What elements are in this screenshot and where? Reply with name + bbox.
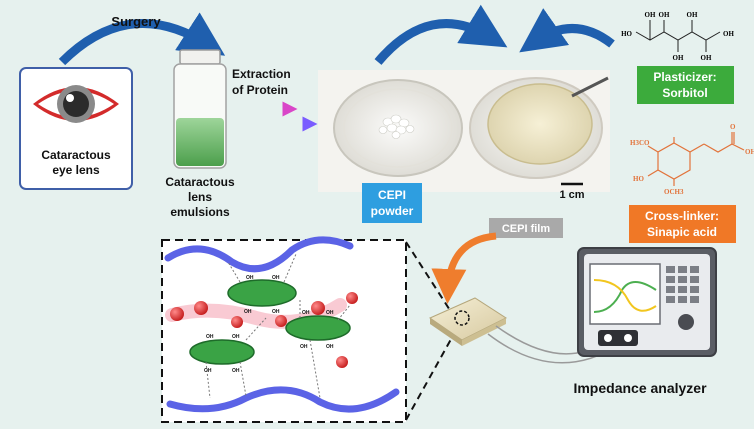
zoom-region: [454, 310, 470, 326]
analyzer-icon: [577, 247, 717, 357]
emulsion-label-line2: lens: [188, 190, 212, 204]
plasticizer-label-line1: Plasticizer:: [653, 70, 716, 84]
svg-text:OH: OH: [326, 310, 334, 316]
hydrogen-bonds: [205, 253, 351, 399]
ion-4: [275, 315, 287, 327]
crosslinker-badge: Cross-linker: Sinapic acid: [629, 205, 736, 243]
analyzer-label: Impedance analyzer: [573, 380, 707, 396]
film-sensor: [428, 297, 508, 346]
plasticizer-badge: Plasticizer: Sorbitol: [637, 66, 734, 104]
svg-text:OH: OH: [300, 344, 308, 350]
zoom-line-top: [405, 241, 456, 319]
svg-text:OH: OH: [326, 344, 334, 350]
cepi-powder-badge: CEPI powder: [362, 183, 422, 223]
powder-dish: [333, 79, 463, 177]
powder-label-line2: powder: [371, 204, 414, 218]
ions: [170, 292, 358, 368]
sinapic-hydroxyl: HO: [633, 175, 644, 183]
protein-chain-bottom: [166, 386, 400, 413]
film-to-sensor-arrow: [431, 232, 497, 304]
svg-text:OH: OH: [232, 334, 240, 340]
sinapic-carbonyl: O: [730, 123, 736, 131]
ring-2: [285, 315, 351, 341]
sorbitol-oh-5: OH: [701, 54, 712, 62]
surgery-label: Surgery: [111, 14, 161, 29]
ring-oh-labels: OH OH OH OH OH OH OH OH OH OH OH OH: [204, 275, 334, 374]
cepi-film-badge: CEPI film: [489, 218, 563, 238]
svg-text:OH: OH: [232, 368, 240, 374]
film-label: CEPI film: [502, 223, 551, 235]
sinapic-methoxy-bottom: OCH3: [664, 188, 684, 196]
emulsion-label-line3: emulsions: [170, 205, 230, 219]
ion-2: [194, 301, 208, 315]
eye-lens-box: Cataractous eye lens: [19, 67, 133, 190]
sorbitol-ho-left: HO: [621, 30, 632, 38]
emulsion-label-line1: Cataractous: [165, 175, 235, 189]
sinapic-acid-structure: [647, 132, 745, 186]
svg-text:OH: OH: [272, 275, 280, 281]
tweezers: [571, 76, 609, 98]
analyzer-knob: [678, 314, 694, 330]
sinapic-acid-oh: OH: [745, 148, 754, 156]
sorbitol-oh-4: OH: [673, 54, 684, 62]
svg-text:OH: OH: [244, 309, 252, 315]
plasticizer-label-line2: Sorbitol: [662, 86, 707, 100]
ion-3: [231, 316, 243, 328]
svg-text:OH: OH: [246, 275, 254, 281]
eye-icon: [33, 85, 119, 123]
additives-to-film-arrow: [519, 8, 615, 53]
svg-text:OH: OH: [302, 310, 310, 316]
ring-1: [227, 279, 297, 307]
sorbitol-oh-2: OH: [659, 11, 670, 19]
scale-label: 1 cm: [559, 189, 584, 201]
extraction-label-line2: of Protein: [232, 83, 288, 97]
ion-6: [346, 292, 358, 304]
powder-pile: [378, 114, 415, 139]
crosslinker-label-line2: Sinapic acid: [647, 225, 717, 239]
svg-text:OH: OH: [204, 368, 212, 374]
svg-text:OH: OH: [206, 334, 214, 340]
ion-7: [336, 356, 348, 368]
ion-5: [311, 301, 325, 315]
sorbitol-structure: [635, 20, 721, 52]
film-dish: [469, 76, 609, 179]
sorbitol-oh-3: OH: [687, 11, 698, 19]
powder-to-film-arrow: [374, 4, 508, 65]
powder-label-line1: CEPI: [378, 188, 406, 202]
bottle-icon: [173, 49, 227, 169]
extraction-label-line1: Extraction: [232, 67, 291, 81]
zoom-line-bottom: [405, 331, 456, 421]
protein-chain-top: [164, 236, 354, 273]
ring-3: [189, 339, 255, 365]
sorbitol-oh-1: OH: [645, 11, 656, 19]
sinapic-methoxy-top: H3CO: [630, 139, 650, 147]
eye-lens-label-line2: eye lens: [52, 163, 100, 177]
eye-lens-label-line1: Cataractous: [41, 148, 111, 162]
crosslinker-label-line1: Cross-linker:: [645, 209, 719, 223]
ion-1: [170, 307, 184, 321]
sorbitol-oh-right: OH: [723, 30, 734, 38]
svg-text:OH: OH: [272, 309, 280, 315]
analyzer-keypad: [666, 266, 699, 303]
surgery-arrow: [58, 12, 226, 66]
molecular-network-box: OH OH OH OH OH OH OH OH OH OH OH OH: [161, 236, 407, 423]
